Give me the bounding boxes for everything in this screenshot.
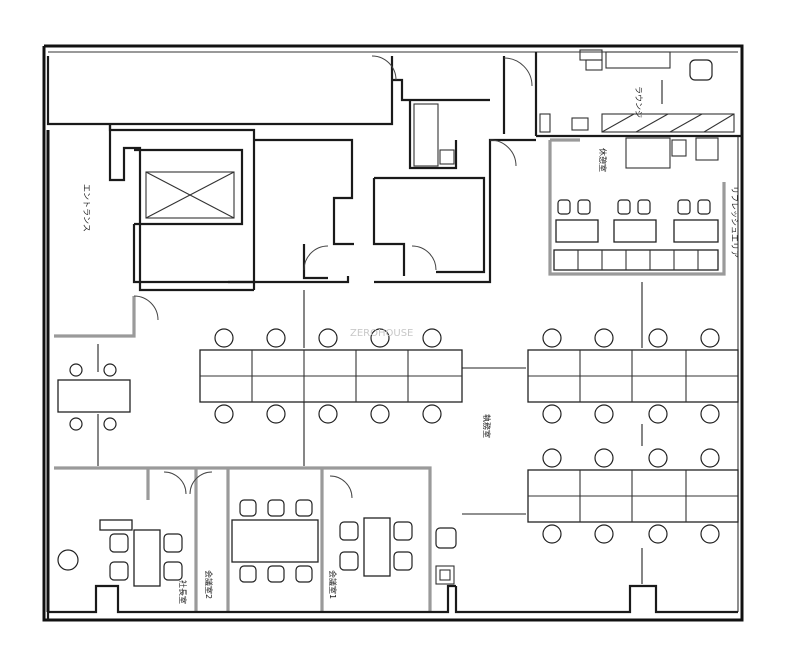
break-room-label: 休憩室 — [598, 148, 608, 172]
meeting-room-2-furniture — [231, 499, 319, 583]
meeting-room-2-label: 会議室2 — [204, 570, 214, 599]
lounge-table — [57, 363, 131, 431]
president-room-label: 社長室 — [178, 580, 188, 604]
bottom-walls — [46, 584, 738, 620]
meeting-room-1-furniture — [339, 517, 413, 577]
workstation-cluster-b — [527, 328, 739, 424]
watermark: ZEROHOUSE — [350, 328, 413, 339]
entrance-partitions — [54, 296, 136, 338]
president-room-furniture — [57, 519, 183, 587]
refresh-area-tables — [553, 199, 719, 271]
break-room-fixtures — [539, 49, 735, 169]
workstation-cluster-a — [199, 328, 463, 424]
meeting-room-1-label: 会議室1 — [328, 570, 338, 599]
dimension-lines — [97, 282, 643, 584]
equipment — [435, 527, 457, 585]
upper-structure — [46, 52, 742, 292]
refresh-area-partitions — [548, 138, 726, 276]
refresh-area-label: リフレッシュエリア — [730, 186, 739, 258]
bottom-room-partitions — [54, 466, 432, 612]
entrance-label: エントランス — [82, 184, 91, 232]
lounge-label: ラウンジ — [634, 86, 643, 118]
office-area-label: 執務室 — [482, 414, 492, 438]
door-swings — [133, 55, 533, 499]
workstation-cluster-c — [527, 448, 739, 544]
